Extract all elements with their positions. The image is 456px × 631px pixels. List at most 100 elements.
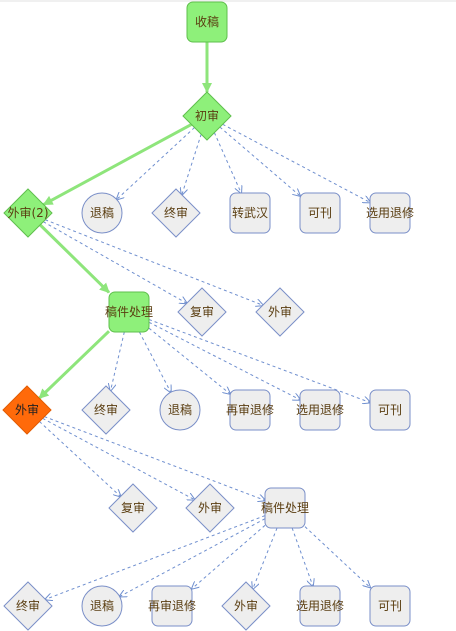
node-n13[interactable]: 终审 (81, 385, 131, 435)
node-label: 选用退修 (296, 402, 344, 417)
node-diamond (3, 581, 53, 631)
node-diamond (3, 188, 53, 238)
node-circle (81, 585, 123, 627)
node-diamond (2, 385, 52, 435)
node-circle (159, 389, 201, 431)
node-rect (108, 291, 150, 333)
edge-n2-n6 (213, 132, 241, 193)
edge-n3-n9 (39, 223, 111, 294)
edge-n2-n4 (117, 127, 195, 200)
node-rect (186, 1, 228, 43)
node-n10[interactable]: 复审 (177, 287, 227, 337)
node-label: 再审退修 (148, 598, 196, 613)
node-rect (151, 585, 193, 627)
node-diamond (255, 287, 305, 337)
node-n12[interactable]: 外审 (2, 385, 52, 435)
edge-n3-n11 (45, 219, 263, 305)
node-diamond (185, 483, 235, 533)
node-rect (264, 487, 306, 529)
node-label: 终审 (16, 598, 40, 613)
node-rect (229, 389, 271, 431)
edge-n20-n24 (253, 527, 278, 589)
node-label: 初审 (195, 108, 219, 123)
edge-n9-n15 (148, 327, 230, 394)
node-rect (299, 389, 341, 431)
edge-n2-n5 (182, 134, 202, 195)
node-n8[interactable]: 选用退修 (366, 192, 414, 234)
node-label: 稿件处理 (105, 304, 153, 319)
top-border (0, 0, 456, 2)
node-n5[interactable]: 终审 (151, 188, 201, 238)
node-label: 转武汉 (232, 205, 268, 220)
node-diamond (221, 581, 271, 631)
node-n19[interactable]: 外审 (185, 483, 235, 533)
node-label: 稿件处理 (261, 500, 309, 515)
node-rect (369, 389, 411, 431)
node-label: 可刊 (308, 206, 332, 220)
node-label: 终审 (94, 402, 118, 417)
node-label: 外审 (268, 304, 292, 319)
node-n18[interactable]: 复审 (108, 483, 158, 533)
node-n24[interactable]: 外审 (221, 581, 271, 631)
node-label: 再审退修 (226, 402, 274, 417)
node-rect (299, 192, 341, 234)
node-diamond (81, 385, 131, 435)
node-n21[interactable]: 终审 (3, 581, 53, 631)
edge-n20-n26 (304, 526, 370, 588)
node-rect (299, 585, 341, 627)
edge-n2-n3 (42, 123, 193, 206)
node-n15[interactable]: 再审退修 (226, 389, 274, 431)
edge-n9-n14 (138, 331, 170, 392)
node-n22[interactable]: 退稿 (81, 585, 123, 627)
node-diamond (108, 483, 158, 533)
node-n23[interactable]: 再审退修 (148, 585, 196, 627)
edge-n2-n8 (222, 123, 370, 202)
edge-n3-n10 (43, 221, 186, 304)
edges-layer (38, 42, 370, 599)
node-n4[interactable]: 退稿 (81, 192, 123, 234)
edge-n9-n12 (38, 330, 111, 400)
node-label: 外审 (198, 500, 222, 515)
node-n7[interactable]: 可刊 (299, 192, 341, 234)
node-label: 退稿 (168, 402, 192, 417)
node-n16[interactable]: 选用退修 (296, 389, 344, 431)
node-label: 选用退修 (296, 598, 344, 613)
node-n3[interactable]: 外审(2) (3, 188, 53, 238)
node-label: 复审 (121, 500, 145, 515)
node-n14[interactable]: 退稿 (159, 389, 201, 431)
node-n1[interactable]: 收稿 (186, 1, 228, 43)
node-label: 可刊 (378, 599, 402, 613)
node-n20[interactable]: 稿件处理 (261, 487, 309, 529)
node-n17[interactable]: 可刊 (369, 389, 411, 431)
edge-n2-n7 (219, 126, 300, 196)
node-diamond (182, 91, 232, 141)
node-circle (81, 192, 123, 234)
node-n6[interactable]: 转武汉 (229, 192, 271, 234)
node-label: 退稿 (90, 205, 114, 220)
node-n26[interactable]: 可刊 (369, 585, 411, 627)
nodes-layer: 收稿初审外审(2)退稿终审转武汉可刊选用退修稿件处理复审外审外审终审退稿再审退修… (2, 1, 414, 631)
node-label: 选用退修 (366, 205, 414, 220)
node-diamond (177, 287, 227, 337)
edge-n9-n13 (111, 331, 125, 391)
node-rect (229, 192, 271, 234)
node-n2[interactable]: 初审 (182, 91, 232, 141)
node-rect (369, 585, 411, 627)
node-n11[interactable]: 外审 (255, 287, 305, 337)
node-n25[interactable]: 选用退修 (296, 585, 344, 627)
edge-n12-n20 (44, 416, 265, 501)
node-label: 复审 (190, 304, 214, 319)
node-label: 外审 (234, 598, 258, 613)
node-label: 终审 (164, 205, 188, 220)
node-rect (369, 192, 411, 234)
node-label: 外审(2) (8, 205, 49, 220)
node-label: 可刊 (378, 403, 402, 417)
node-label: 退稿 (90, 598, 114, 613)
edge-n20-n25 (291, 527, 313, 586)
edge-n12-n18 (39, 421, 120, 497)
edge-n9-n16 (148, 321, 300, 399)
edge-n20-n23 (192, 524, 266, 588)
node-n9[interactable]: 稿件处理 (105, 291, 153, 333)
